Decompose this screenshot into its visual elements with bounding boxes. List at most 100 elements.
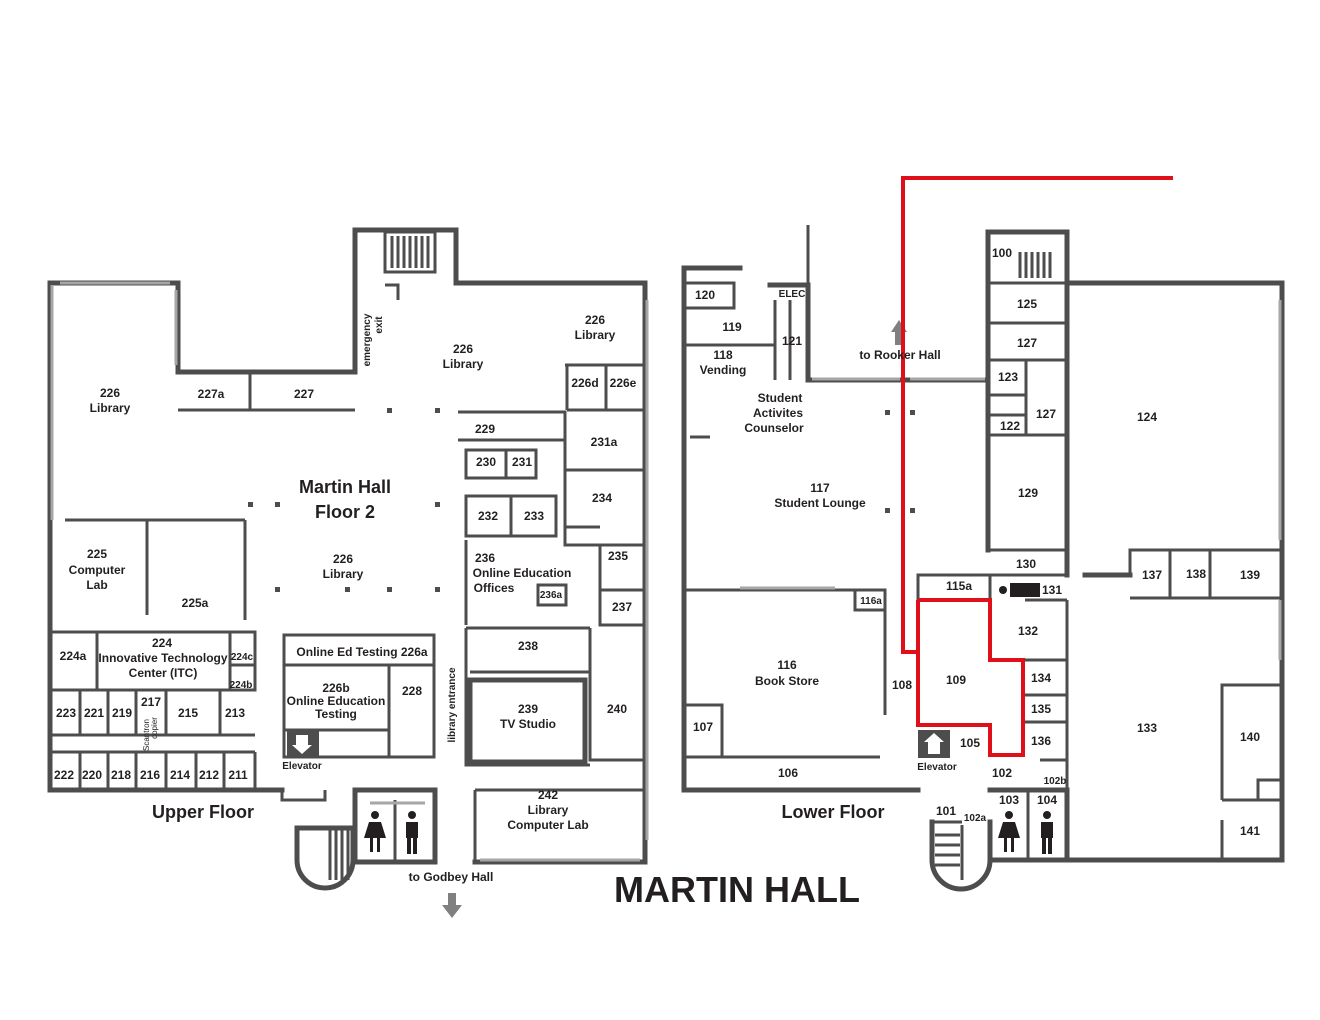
library-entrance-label: library entrance: [447, 667, 458, 742]
room-223: 223: [56, 706, 76, 720]
room-226-top-name: Library: [443, 357, 484, 371]
scantron-label: Scantron: [142, 719, 151, 751]
building-title: MARTIN HALL: [614, 869, 860, 910]
stairs-icon: [1018, 252, 1052, 278]
room-236-name-1: Online Education: [473, 566, 572, 580]
wall-segment: [282, 663, 391, 759]
room-125: 125: [1017, 297, 1037, 311]
women-restroom-icon: [364, 811, 386, 852]
room-216: 216: [140, 768, 160, 782]
room-136: 136: [1031, 734, 1051, 748]
wall-segment: [389, 663, 436, 759]
room-236-name-2: Offices: [474, 581, 515, 595]
room-226-right-name: Library: [575, 328, 616, 342]
room-225-name-1: Computer: [69, 563, 126, 577]
room-elec: ELEC: [779, 289, 806, 300]
room-102a: 102a: [964, 813, 987, 824]
wall-segment: [467, 677, 588, 765]
room-226a: Online Ed Testing 226a: [296, 645, 427, 659]
room-135: 135: [1031, 702, 1051, 716]
room-211: 211: [228, 768, 248, 782]
wall-segment: [681, 265, 921, 793]
room-134: 134: [1031, 671, 1051, 685]
copier-label: copier: [150, 717, 159, 739]
wall-segment: [988, 280, 1284, 860]
elevator-down-icon: [292, 735, 312, 754]
wall-segment: [588, 628, 645, 762]
elevator-up-icon: [924, 733, 944, 754]
room-117-number: 117: [810, 481, 830, 495]
upper-stair-tower: [294, 825, 356, 891]
upper-floor-plan: [47, 227, 649, 918]
highlighted-room-109: [916, 598, 1025, 757]
room-236-number: 236: [475, 551, 495, 565]
room-141: 141: [1240, 824, 1260, 838]
room-140: 140: [1240, 730, 1260, 744]
wall-segment: [682, 703, 724, 759]
upper-elevator-label: Elevator: [282, 761, 322, 772]
room-226-right-number: 226: [585, 313, 605, 327]
room-224b: 224b: [230, 680, 253, 691]
room-100: 100: [992, 246, 1012, 260]
lower-stair-tower: [929, 819, 993, 892]
stair-upper-north: [383, 230, 437, 274]
room-226b-name-1: Online Education: [287, 694, 386, 708]
room-127-upper: 127: [1017, 336, 1037, 350]
room-231a: 231a: [591, 435, 618, 449]
room-220: 220: [82, 768, 102, 782]
room-214: 214: [170, 768, 190, 782]
upper-floor-label: Upper Floor: [152, 802, 254, 822]
women-restroom-icon: [998, 811, 1020, 852]
room-226-left-name: Library: [90, 401, 131, 415]
wall-segment: [885, 410, 915, 513]
room-219: 219: [112, 706, 132, 720]
room-102: 102: [992, 766, 1012, 780]
room-226-center-name: Library: [323, 567, 364, 581]
room-238: 238: [518, 639, 538, 653]
room-226b-number: 226b: [322, 681, 349, 695]
room-225a: 225a: [182, 596, 209, 610]
room-123: 123: [998, 370, 1018, 384]
men-restroom-icon: [406, 811, 418, 854]
men-restroom-icon: [1041, 811, 1053, 854]
room-228: 228: [402, 684, 422, 698]
room-108: 108: [892, 678, 912, 692]
room-232: 232: [478, 509, 498, 523]
room-109: 109: [946, 673, 966, 687]
room-116-number: 116: [777, 658, 797, 672]
wall-segment: [932, 820, 964, 880]
room-116-name: Book Store: [755, 674, 819, 688]
room-121: 121: [782, 334, 802, 348]
room-222: 222: [54, 768, 74, 782]
floor2-heading-line2: Floor 2: [315, 502, 375, 522]
room-226e: 226e: [610, 376, 637, 390]
room-118-name: Vending: [700, 363, 747, 377]
room-221: 221: [84, 706, 104, 720]
room-240: 240: [607, 702, 627, 716]
room-115a: 115a: [946, 579, 972, 593]
room-224-number: 224: [152, 636, 172, 650]
room-124: 124: [1137, 410, 1157, 424]
counselor-line-1: Student: [758, 391, 803, 405]
room-224a: 224a: [60, 649, 87, 663]
room-116a: 116a: [860, 596, 882, 607]
room-103: 103: [999, 793, 1019, 807]
room-104: 104: [1037, 793, 1057, 807]
room-225-number: 225: [87, 547, 107, 561]
arrow-down-icon: [442, 893, 462, 918]
counselor-line-3: Counselor: [744, 421, 804, 435]
room-120: 120: [695, 288, 715, 302]
upper-west-wall: [47, 280, 285, 793]
wall-segment: [50, 690, 257, 790]
room-235: 235: [608, 549, 628, 563]
wall-segment: [916, 573, 1069, 860]
room-234: 234: [592, 491, 612, 505]
room-229: 229: [475, 422, 495, 436]
floor2-heading-line1: Martin Hall: [299, 477, 391, 497]
counselor-line-2: Activites: [753, 406, 803, 420]
emergency-label: emergency: [362, 313, 373, 366]
room-226d: 226d: [571, 376, 598, 390]
room-226-left-number: 226: [100, 386, 120, 400]
room-242-name-2: Computer Lab: [507, 818, 588, 832]
lower-floor-label: Lower Floor: [782, 802, 885, 822]
